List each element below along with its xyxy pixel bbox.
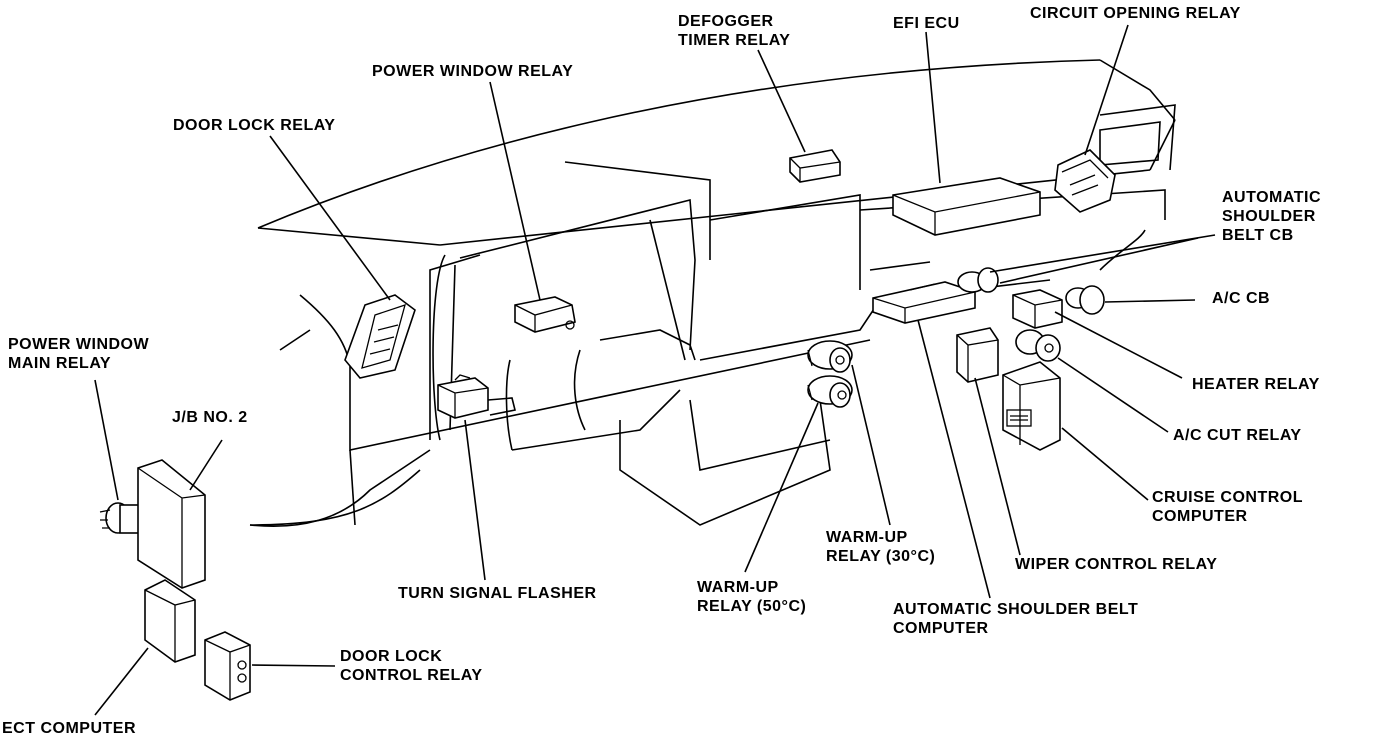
circuit-opening-relay-part: [1054, 149, 1116, 213]
label-warm-up-relay-50-line2: RELAY (50°C): [697, 598, 807, 615]
ac-cut-relay-part: [1015, 329, 1061, 362]
door-lock-control-relay-part: [204, 631, 251, 701]
label-wiper-control-relay: WIPER CONTROL RELAY: [1015, 556, 1218, 573]
label-ac-cb: A/C CB: [1212, 290, 1271, 307]
label-door-lock-control-relay: DOOR LOCK CONTROL RELAY: [340, 647, 483, 685]
label-warm-up-relay-30-line1: WARM-UP: [826, 529, 908, 546]
label-jb-no2: J/B NO. 2: [172, 409, 248, 426]
label-defogger-timer-relay-line2: TIMER RELAY: [678, 32, 791, 49]
wiper-control-relay-part: [956, 327, 999, 383]
label-power-window-relay: POWER WINDOW RELAY: [372, 63, 574, 80]
label-cruise-control-computer-line2: COMPUTER: [1152, 508, 1248, 525]
door-lock-relay-part: [344, 294, 416, 379]
leader-lines: [94, 24, 1216, 716]
label-automatic-shoulder-belt-cb: AUTOMATIC SHOULDER BELT CB: [1222, 188, 1321, 245]
label-warm-up-relay-50: WARM-UP RELAY (50°C): [697, 578, 806, 616]
label-warm-up-relay-30: WARM-UP RELAY (30°C): [826, 528, 935, 566]
label-circuit-opening-relay: CIRCUIT OPENING RELAY: [1030, 5, 1241, 22]
automatic-shoulder-belt-cb-part: [957, 267, 999, 293]
label-defogger-timer-relay-line1: DEFOGGER: [678, 13, 774, 30]
label-ac-cut-relay: A/C CUT RELAY: [1173, 427, 1302, 444]
turn-signal-flasher-part: [437, 374, 516, 419]
label-efi-ecu: EFI ECU: [893, 15, 960, 32]
label-automatic-shoulder-belt-computer-line1: AUTOMATIC SHOULDER BELT: [893, 601, 1139, 618]
label-automatic-shoulder-belt-cb-line3: BELT CB: [1222, 227, 1294, 244]
label-automatic-shoulder-belt-computer: AUTOMATIC SHOULDER BELT COMPUTER: [893, 600, 1138, 638]
label-automatic-shoulder-belt-cb-line2: SHOULDER: [1222, 208, 1316, 225]
warm-up-relay-30-part: [807, 340, 853, 373]
ect-computer-part: [144, 579, 196, 663]
label-turn-signal-flasher: TURN SIGNAL FLASHER: [398, 585, 597, 602]
heater-relay-part: [1012, 289, 1063, 329]
label-power-window-main-relay-line1: POWER WINDOW: [8, 336, 150, 353]
label-automatic-shoulder-belt-computer-line2: COMPUTER: [893, 620, 989, 637]
label-warm-up-relay-30-line2: RELAY (30°C): [826, 548, 936, 565]
label-ect-computer: ECT COMPUTER: [2, 720, 136, 737]
jb-no2-part: [137, 459, 206, 589]
label-cruise-control-computer-line1: CRUISE CONTROL: [1152, 489, 1303, 506]
label-automatic-shoulder-belt-cb-line1: AUTOMATIC: [1222, 189, 1322, 206]
ac-cb-part: [1065, 285, 1105, 315]
label-cruise-control-computer: CRUISE CONTROL COMPUTER: [1152, 488, 1303, 526]
cruise-control-computer-part: [1002, 361, 1061, 451]
label-door-lock-control-relay-line2: CONTROL RELAY: [340, 667, 483, 684]
automatic-shoulder-belt-computer-part: [872, 281, 976, 324]
label-power-window-main-relay-line2: MAIN RELAY: [8, 355, 112, 372]
label-warm-up-relay-50-line1: WARM-UP: [697, 579, 779, 596]
label-heater-relay: HEATER RELAY: [1192, 376, 1320, 393]
warm-up-relay-50-part: [807, 375, 853, 408]
label-door-lock-relay: DOOR LOCK RELAY: [173, 117, 336, 134]
efi-ecu-part: [892, 177, 1041, 236]
defogger-timer-relay-part: [789, 149, 841, 183]
label-defogger-timer-relay: DEFOGGER TIMER RELAY: [678, 12, 790, 50]
label-door-lock-control-relay-line1: DOOR LOCK: [340, 648, 443, 665]
power-window-relay-part: [514, 296, 576, 333]
label-power-window-main-relay: POWER WINDOW MAIN RELAY: [8, 335, 149, 373]
